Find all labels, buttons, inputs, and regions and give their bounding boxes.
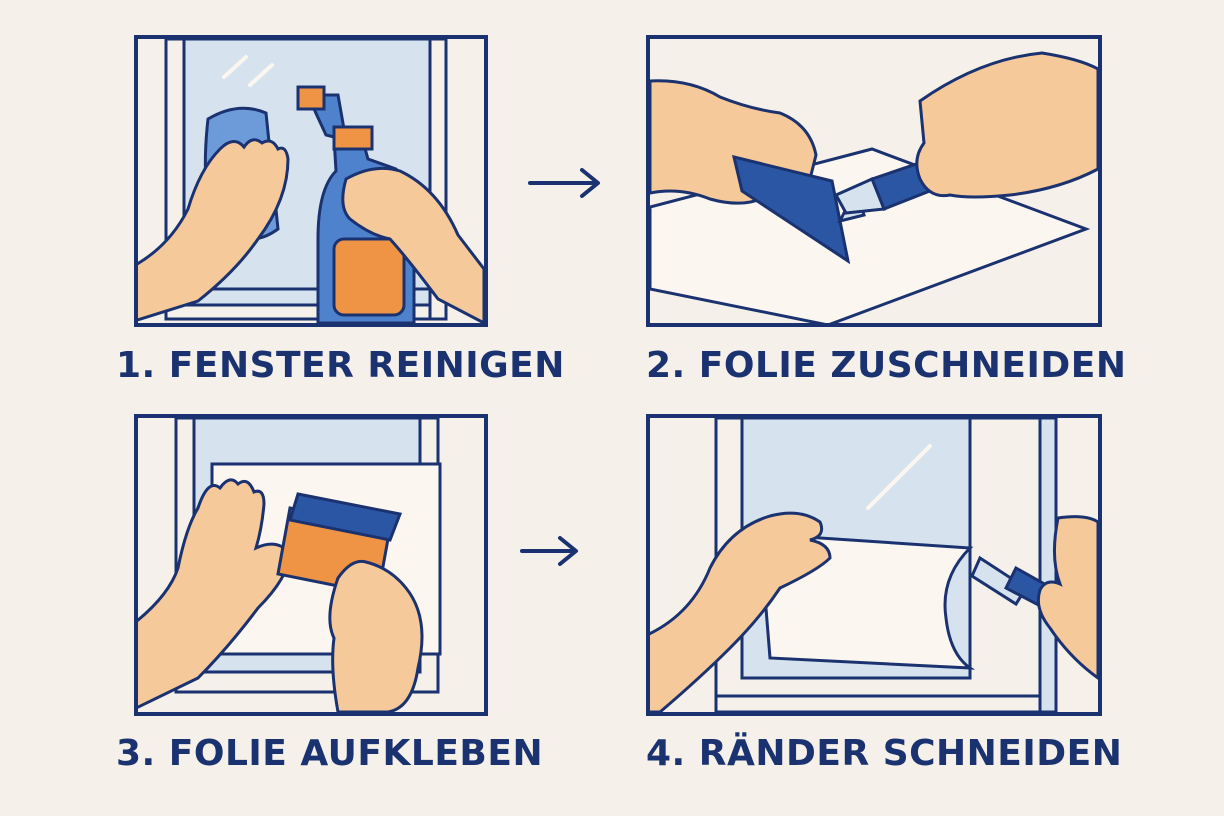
right-hand-icon (341, 166, 484, 323)
arrow-right-icon (520, 536, 578, 566)
left-hand-icon (138, 478, 292, 709)
edge-trimming-illustration (650, 418, 1098, 712)
step-1-label: 1. FENSTER REINIGEN (116, 345, 565, 386)
step-2-label: 2. FOLIE ZUSCHNEIDEN (646, 345, 1127, 386)
arrow-right-icon (528, 168, 600, 198)
step-4-label: 4. RÄNDER SCHNEIDEN (646, 733, 1123, 774)
right-hand-icon (915, 51, 1098, 199)
step-1-panel (134, 35, 488, 327)
right-hand-icon (328, 559, 424, 712)
right-hand-icon (1036, 515, 1098, 680)
foil-cutting-illustration (650, 51, 1098, 323)
window-cleaning-illustration (138, 39, 484, 323)
left-hand-icon (138, 138, 290, 322)
foil-applying-illustration (138, 418, 442, 712)
step-4-panel (646, 414, 1102, 716)
step-3-label: 3. FOLIE AUFKLEBEN (116, 733, 544, 774)
left-hand-icon (650, 511, 832, 712)
step-2-panel (646, 35, 1102, 327)
step-3-panel (134, 414, 488, 716)
spray-bottle-icon (296, 85, 416, 323)
